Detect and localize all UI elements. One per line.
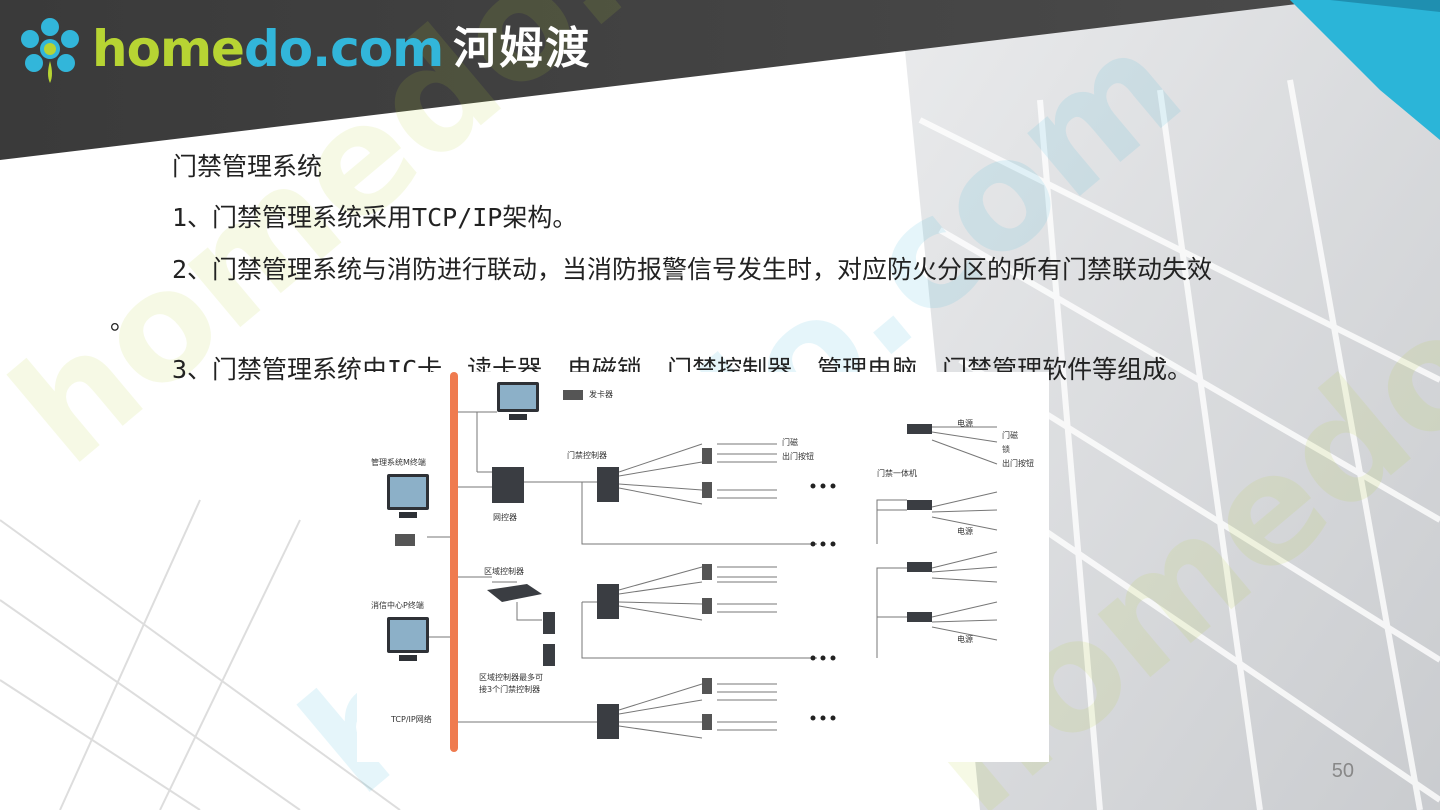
label-power-2: 电源: [957, 526, 973, 536]
label-area-note-2: 接3个门禁控制器: [479, 684, 540, 694]
label-network: TCP/IP网络: [390, 714, 432, 724]
label-area-controller: 区域控制器: [484, 566, 524, 576]
slide-title: 门禁管理系统: [172, 152, 323, 181]
label-all-in-one: 门禁一体机: [877, 468, 917, 478]
label-door-magnet-2: 门磁: [1002, 430, 1018, 440]
bullet-point-2-tail: 。: [110, 306, 136, 335]
label-power-1: 电源: [957, 418, 973, 428]
logo[interactable]: homedo.com 河姆渡: [14, 14, 591, 84]
label-card-issuer: 发卡器: [589, 389, 613, 399]
label-power-3: 电源: [957, 634, 973, 644]
tcpip-bus: [450, 372, 458, 752]
label-exit-button-2: 出门按钮: [1002, 458, 1034, 468]
access-control-diagram: 发卡器 管理系统M终端 网控器 门禁控制器 区域控制器 消信中心P终端 区域控制…: [357, 372, 1049, 762]
label-door-controller: 门禁控制器: [567, 450, 607, 460]
label-lock: 锁: [1002, 444, 1010, 454]
page-number: 50: [1331, 760, 1354, 782]
bullet-point-2: 2、门禁管理系统与消防进行联动，当消防报警信号发生时，对应防火分区的所有门禁联动…: [172, 255, 1213, 284]
logo-chinese-name: 河姆渡: [453, 23, 592, 74]
label-exit-button: 出门按钮: [782, 451, 814, 461]
label-gateway: 网控器: [493, 512, 517, 522]
logo-wordmark: homedo.com: [92, 20, 444, 78]
label-area-note-1: 区域控制器最多可: [479, 672, 543, 682]
label-fire-terminal: 消信中心P终端: [371, 600, 424, 610]
bullet-point-1: 1、门禁管理系统采用TCP/IP架构。: [172, 203, 578, 232]
label-door-magnet: 门磁: [782, 437, 798, 447]
flower-logo-icon: [21, 18, 79, 83]
diagram-svg: 发卡器 管理系统M终端 网控器 门禁控制器 区域控制器 消信中心P终端 区域控制…: [371, 372, 1034, 752]
label-mgmt-terminal: 管理系统M终端: [371, 457, 426, 467]
